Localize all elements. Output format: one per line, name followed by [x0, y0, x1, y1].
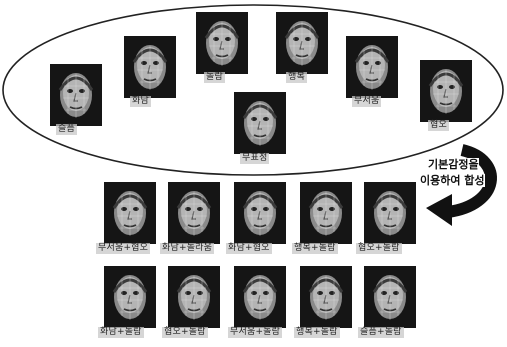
composite-row2-face-3: [234, 266, 286, 328]
face-image: [196, 12, 248, 74]
side-text-line2: 이용하여 합성: [420, 174, 485, 187]
face-image: [234, 266, 286, 328]
face-image: [104, 266, 156, 328]
composite-row2-face-5-label: 슬픔+놀람: [358, 327, 404, 338]
composite-row2-face-1: [104, 266, 156, 328]
composite-row1-face-4-label: 행복+놀람: [292, 243, 338, 254]
composite-row1-face-3-label: 화남+혐오: [226, 243, 272, 254]
basic-face-4: [276, 12, 328, 74]
side-text-line1: 기본감정을: [428, 158, 479, 171]
composite-row1-face-2-label: 화남+놀라움: [160, 243, 214, 254]
basic-face-1-label: 슬픔: [56, 124, 77, 135]
basic-face-7: [234, 92, 286, 154]
face-image: [276, 12, 328, 74]
basic-face-2: [124, 36, 176, 98]
face-image: [168, 182, 220, 244]
face-image: [300, 266, 352, 328]
composite-row2-face-2: [168, 266, 220, 328]
face-image: [346, 36, 398, 98]
basic-face-4-label: 행복: [286, 72, 307, 83]
basic-face-5: [346, 36, 398, 98]
basic-face-7-label: 무표정: [240, 153, 269, 164]
composite-row2-face-3-label: 무서움+놀람: [228, 327, 282, 338]
composite-row2-face-5: [364, 266, 416, 328]
basic-face-5-label: 무서움: [352, 96, 381, 107]
face-image: [124, 36, 176, 98]
basic-face-6-label: 혐오: [428, 120, 449, 131]
basic-face-2-label: 화남: [130, 96, 151, 107]
face-image: [234, 182, 286, 244]
composite-row1-face-4: [300, 182, 352, 244]
basic-face-3: [196, 12, 248, 74]
composite-row1-face-1-label: 무서움+혐오: [96, 243, 150, 254]
composite-row1-face-5: [364, 182, 416, 244]
face-image: [234, 92, 286, 154]
composite-row1-face-1: [104, 182, 156, 244]
composite-row2-face-4-label: 행복+놀람: [294, 327, 340, 338]
composite-row1-face-5-label: 혐오+놀람: [356, 243, 402, 254]
composite-row2-face-1-label: 화남+놀람: [98, 327, 144, 338]
face-image: [364, 182, 416, 244]
face-image: [168, 266, 220, 328]
face-image: [50, 64, 102, 126]
face-image: [420, 60, 472, 122]
face-image: [364, 266, 416, 328]
composite-row1-face-3: [234, 182, 286, 244]
basic-face-6: [420, 60, 472, 122]
synthesis-arrowhead: [426, 194, 452, 226]
composite-row2-face-4: [300, 266, 352, 328]
composite-row2-face-2-label: 혐오+놀람: [162, 327, 208, 338]
composite-row1-face-2: [168, 182, 220, 244]
basic-face-3-label: 놀람: [204, 72, 225, 83]
face-image: [300, 182, 352, 244]
basic-face-1: [50, 64, 102, 126]
face-image: [104, 182, 156, 244]
